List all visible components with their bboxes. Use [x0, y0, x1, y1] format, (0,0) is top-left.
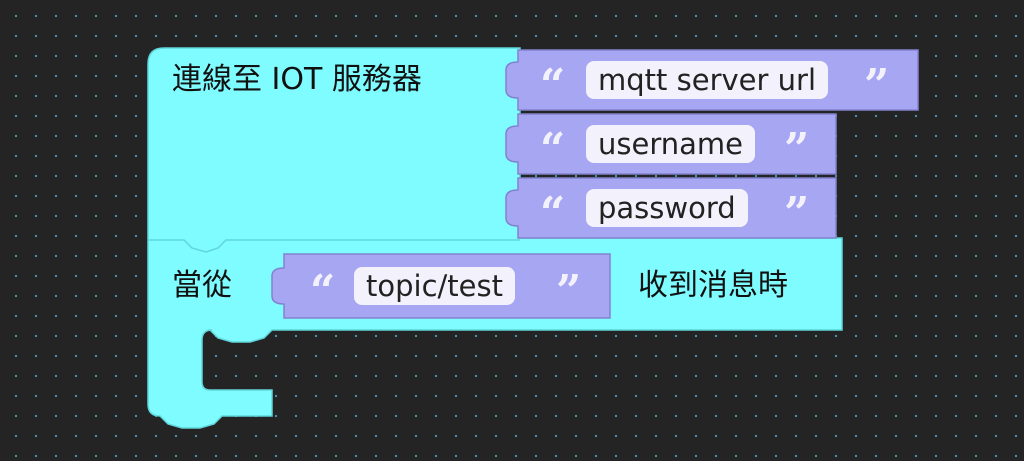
open-quote-icon: “: [540, 188, 566, 239]
password-field[interactable]: password: [586, 189, 748, 227]
connect-and-subscribe-block[interactable]: [147, 47, 843, 429]
open-quote-icon: “: [540, 124, 566, 175]
connect-label: 連線至 IOT 服務器: [172, 62, 422, 97]
server-url-field[interactable]: mqtt server url: [586, 61, 828, 99]
block-divider: [148, 239, 520, 253]
subscribe-suffix-label: 收到消息時: [638, 268, 788, 303]
close-quote-icon: ”: [784, 188, 810, 239]
username-field[interactable]: username: [586, 125, 755, 163]
close-quote-icon: ”: [864, 60, 890, 111]
topic-field[interactable]: topic/test: [354, 267, 515, 305]
subscribe-prefix-label: 當從: [172, 268, 232, 303]
open-quote-icon: “: [540, 60, 566, 111]
open-quote-icon: “: [310, 266, 336, 317]
close-quote-icon: ”: [784, 124, 810, 175]
statement-slot[interactable]: [204, 332, 270, 388]
close-quote-icon: ”: [556, 266, 582, 317]
